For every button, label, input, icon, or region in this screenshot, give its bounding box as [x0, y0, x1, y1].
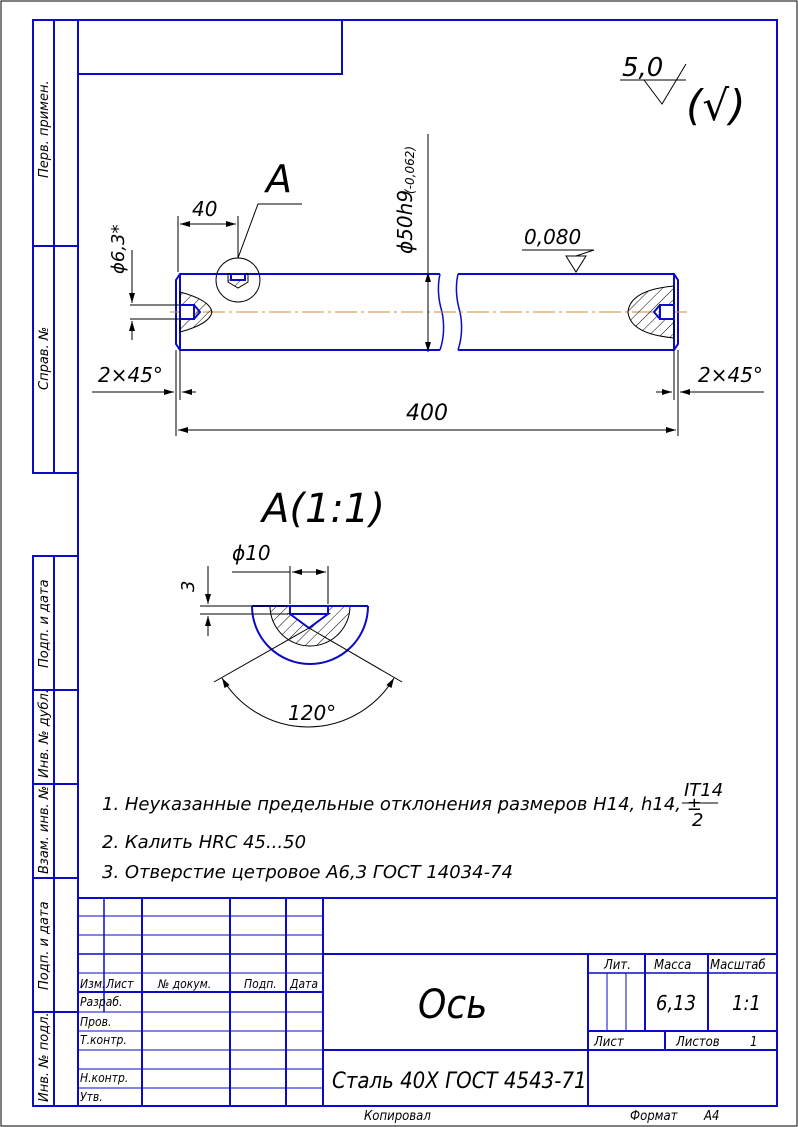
tb-mass: 6,13 [656, 991, 696, 1015]
tb-sheet-label: Лист [593, 1035, 625, 1050]
section-label-a: A [263, 157, 292, 201]
dim-hole-dia-text: ϕ6,3* [108, 225, 129, 275]
tb-lit-label: Лит. [603, 958, 631, 973]
side-podp-data-1: Подп. и дата [37, 579, 52, 668]
technical-notes: 1. Неуказанные предельные отклонения раз… [102, 780, 723, 883]
side-vzam-inv: Взам. инв. № [37, 786, 52, 874]
dim-shaft-dia: ϕ50h9 (-0,062) [393, 134, 431, 352]
footer-copied: Копировал [364, 1109, 431, 1124]
dim-shaft-tol-text: (-0,062) [403, 146, 417, 194]
runout-text: 0,080 [524, 225, 581, 249]
tb-podp: Подп. [244, 977, 277, 991]
tb-izm: Изм. [80, 977, 105, 991]
dim-hole-dia: ϕ6,3* [108, 225, 180, 340]
roughness-value: 5,0 [622, 53, 663, 83]
note-2: 2. Калить HRC 45...50 [102, 832, 306, 853]
title-block [77, 897, 778, 1107]
chamfer-left: 2×45° [92, 350, 196, 400]
side-inv-podl: Инв. № подл. [37, 1012, 52, 1102]
side-inv-dubl: Инв. № дубл. [37, 689, 52, 778]
note-1: 1. Неуказанные предельные отклонения раз… [102, 794, 702, 815]
side-strip [32, 19, 79, 1107]
tb-nkontr: Н.контр. [80, 1071, 128, 1085]
note-1-denominator: 2 [692, 810, 703, 831]
dim-shaft-dia-text: ϕ50h9 [393, 190, 417, 254]
detail-title: A(1:1) [259, 486, 385, 532]
tb-scale-label: Масштаб [710, 958, 766, 973]
tb-scale: 1:1 [732, 991, 761, 1015]
tb-utv: Утв. [80, 1090, 103, 1104]
tb-prov: Пров. [80, 1015, 111, 1029]
side-sprav-no: Справ. № [37, 327, 52, 390]
footer-format-label: Формат [630, 1109, 679, 1124]
tb-list: Лист [105, 977, 134, 991]
tb-part-name: Ось [418, 982, 487, 1028]
detail-dim-angle: 120° [288, 701, 336, 725]
dim-40-text: 40 [192, 197, 217, 221]
tb-material: Сталь 40Х ГОСТ 4543-71 [332, 1069, 587, 1094]
tb-sheets: 1 [750, 1035, 757, 1050]
tb-razrab: Разраб. [80, 995, 122, 1009]
side-podp-data-2: Подп. и дата [37, 901, 52, 990]
detail-dim-depth: 3 [178, 581, 199, 592]
dim-length: 400 [175, 400, 679, 436]
dim-40: 40 [177, 197, 239, 272]
chamfer-right-text: 2×45° [698, 363, 763, 387]
chamfer-right: 2×45° [656, 350, 764, 400]
tb-data: Дата [289, 977, 318, 991]
detail-dim-dia: ϕ10 [232, 541, 271, 565]
tb-tkontr: Т.контр. [80, 1033, 127, 1047]
detail-view [200, 566, 403, 728]
note-3: 3. Отверстие цетровое A6,3 ГОСТ 14034-74 [102, 862, 513, 883]
top-stamp-box [78, 19, 343, 75]
runout-tolerance: 0,080 [522, 225, 595, 273]
tb-sheets-label: Листов [675, 1035, 720, 1050]
roughness-symbol: 5,0 (√) [620, 53, 746, 130]
tb-mass-label: Масса [654, 958, 691, 973]
shaft-main-view [170, 203, 690, 351]
note-1-numerator: IT14 [684, 780, 723, 801]
chamfer-left-text: 2×45° [98, 363, 163, 387]
roughness-other: (√) [686, 81, 746, 130]
footer-format: A4 [703, 1109, 719, 1124]
tb-doc-no: № докум. [157, 977, 211, 991]
side-perv-primen: Перв. примен. [37, 80, 52, 178]
dim-length-text: 400 [406, 401, 448, 426]
